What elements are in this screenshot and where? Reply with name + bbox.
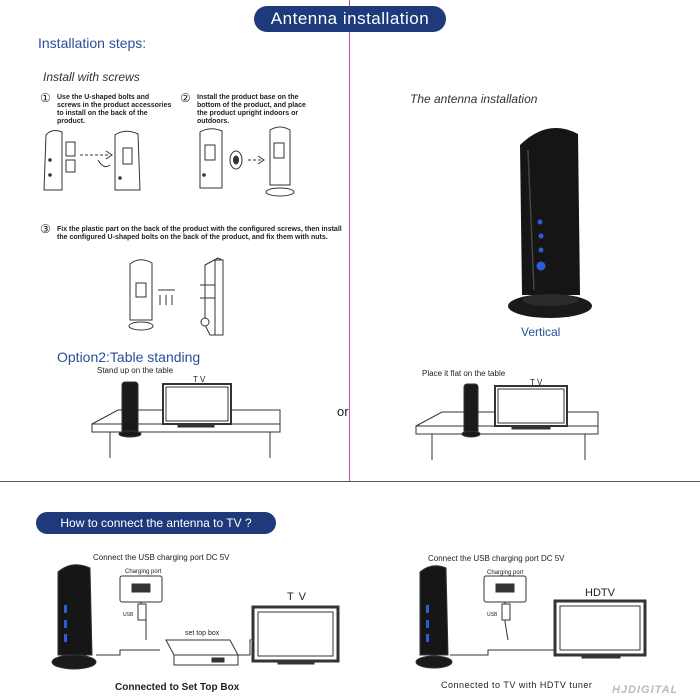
- step1-text: Use the U-shaped bolts and screws in the…: [57, 94, 172, 125]
- step2-number: ②: [180, 91, 191, 105]
- flat-caption: Place it flat on the table: [422, 369, 506, 378]
- left-connection-diagram: [51, 564, 340, 670]
- watermark: HJDIGITAL: [612, 684, 679, 696]
- left-charging-port-label: Charging port: [125, 569, 162, 575]
- horizontal-divider: [0, 481, 700, 482]
- step2-antenna-illustration: [199, 126, 295, 197]
- left-usb-label: USB: [123, 612, 134, 618]
- right-usb-label: USB: [487, 612, 498, 618]
- step1-antenna-illustration: [43, 130, 141, 191]
- step3-text: Fix the plastic part on the back of the …: [57, 226, 342, 241]
- step3-antenna-illustration: [128, 257, 224, 336]
- vertical-label: Vertical: [521, 325, 561, 339]
- step1-number: ①: [40, 91, 51, 105]
- left-bottom-caption: Connected to Set Top Box: [115, 682, 240, 693]
- connect-title: How to connect the antenna to TV ?: [36, 512, 276, 534]
- right-tv-label: T V: [530, 378, 543, 387]
- right-charging-port-label: Charging port: [487, 570, 524, 576]
- left-usb-caption: Connect the USB charging port DC 5V: [93, 553, 230, 562]
- vertical-antenna-image: [508, 128, 592, 318]
- vertical-divider: [349, 0, 350, 482]
- right-connection-diagram: [415, 565, 647, 669]
- left-tv-label: T V: [193, 375, 206, 384]
- or-label: or: [337, 404, 349, 419]
- right-table-scene: [415, 383, 599, 460]
- header-title: Antenna installation: [254, 6, 446, 32]
- installation-steps-heading: Installation steps:: [38, 35, 147, 51]
- settop-label: set top box: [185, 630, 220, 637]
- left-tv-label-bottom: T V: [287, 591, 307, 603]
- step3-number: ③: [40, 222, 51, 236]
- right-usb-caption: Connect the USB charging port DC 5V: [428, 554, 565, 563]
- option2-heading: Option2:Table standing: [57, 349, 201, 365]
- hdtv-label: HDTV: [585, 587, 615, 599]
- right-bottom-caption: Connected to TV with HDTV tuner: [441, 680, 593, 690]
- antenna-installation-heading: The antenna installation: [410, 92, 538, 106]
- stand-caption: Stand up on the table: [97, 366, 174, 375]
- left-table-scene: [91, 381, 281, 458]
- install-with-screws-heading: Install with screws: [43, 70, 140, 84]
- step2-text: Install the product base on the bottom o…: [197, 94, 306, 125]
